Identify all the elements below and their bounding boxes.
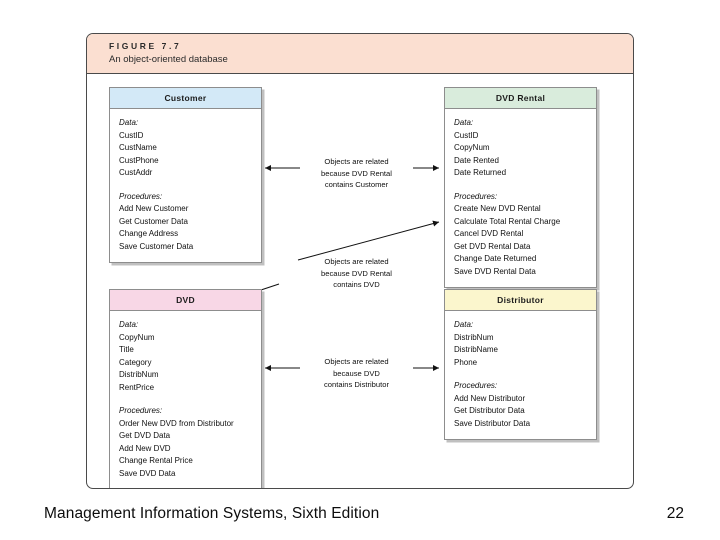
data-field: CopyNum bbox=[119, 332, 155, 342]
data-section-label: Data: bbox=[119, 118, 139, 127]
entity-title-distributor: Distributor bbox=[445, 290, 596, 311]
data-field: CustID bbox=[119, 130, 144, 140]
relationship-line: because DVD Rental bbox=[321, 168, 392, 178]
data-field: DistribName bbox=[454, 345, 499, 354]
procedure-item: Create New DVD Rental bbox=[454, 204, 541, 213]
procedure-item: Get Distributor Data bbox=[454, 406, 525, 415]
entity-title-dvd-rental: DVD Rental bbox=[445, 88, 596, 109]
procedure-item: Get Customer Data bbox=[119, 216, 188, 226]
procedure-item: Change Rental Price bbox=[119, 456, 193, 465]
data-section-label: Data: bbox=[454, 320, 474, 329]
data-field: DistribNum bbox=[119, 370, 159, 379]
entity-body-customer: Data: CustID CustName CustPhone CustAddr… bbox=[110, 109, 261, 262]
entity-box-dvd-rental: DVD Rental Data: CustID CopyNum Date Ren… bbox=[444, 87, 597, 288]
data-field: CopyNum bbox=[454, 143, 490, 152]
figure-frame: FIGURE 7.7 An object-oriented database bbox=[86, 33, 634, 489]
figure-label: FIGURE 7.7 bbox=[109, 41, 182, 51]
data-field: Category bbox=[119, 357, 152, 367]
relationship-line: because DVD bbox=[333, 368, 380, 378]
procedure-item: Save DVD Data bbox=[119, 468, 176, 478]
procedures-section-label: Procedures: bbox=[119, 406, 163, 415]
data-field: DistribNum bbox=[454, 332, 494, 342]
footer-title: Management Information Systems, Sixth Ed… bbox=[44, 505, 380, 522]
entity-box-distributor: Distributor Data: DistribNum DistribName… bbox=[444, 289, 597, 440]
procedure-item: Change Date Returned bbox=[454, 254, 537, 263]
procedure-item: Cancel DVD Rental bbox=[454, 229, 524, 238]
procedure-item: Get DVD Rental Data bbox=[454, 241, 531, 251]
procedures-section-label: Procedures: bbox=[454, 381, 498, 390]
procedure-item: Change Address bbox=[119, 229, 179, 238]
entity-body-dvd-rental: Data: CustID CopyNum Date Rented Date Re… bbox=[445, 109, 596, 287]
data-field: CustPhone bbox=[119, 155, 159, 165]
data-field: CustID bbox=[454, 130, 479, 140]
procedure-item: Calculate Total Rental Charge bbox=[454, 216, 561, 226]
relationship-label-dvd-distributor: Objects are related because DVD contains… bbox=[274, 356, 439, 391]
procedures-section-label: Procedures: bbox=[454, 191, 498, 201]
relationship-line: Objects are related bbox=[324, 257, 389, 266]
footer-page-number: 22 bbox=[666, 505, 684, 522]
relationship-line: contains DVD bbox=[333, 280, 380, 289]
section-spacer bbox=[119, 394, 261, 405]
relationship-line: Objects are related bbox=[324, 157, 389, 166]
figure-subtitle: An object-oriented database bbox=[109, 54, 228, 65]
data-field: Date Rented bbox=[454, 155, 499, 165]
data-field: Phone bbox=[454, 357, 478, 367]
relationship-line: because DVD Rental bbox=[321, 268, 392, 278]
procedure-item: Order New DVD from Distributor bbox=[119, 418, 234, 428]
entity-body-distributor: Data: DistribNum DistribName Phone Proce… bbox=[445, 311, 596, 439]
figure-caption-bar: FIGURE 7.7 An object-oriented database bbox=[87, 34, 633, 74]
data-field: Date Returned bbox=[454, 168, 507, 177]
entity-box-customer: Customer Data: CustID CustName CustPhone… bbox=[109, 87, 262, 263]
section-spacer bbox=[454, 180, 596, 191]
data-field: CustAddr bbox=[119, 168, 153, 177]
procedure-item: Get DVD Data bbox=[119, 431, 171, 440]
relationship-line: contains Customer bbox=[324, 180, 389, 189]
data-field: Title bbox=[119, 345, 134, 354]
data-section-label: Data: bbox=[454, 118, 474, 127]
data-section-label: Data: bbox=[119, 320, 139, 329]
procedure-item: Save Distributor Data bbox=[454, 418, 531, 428]
relationship-label-rental-customer: Objects are related because DVD Rental c… bbox=[274, 156, 439, 191]
entity-body-dvd: Data: CopyNum Title Category DistribNum … bbox=[110, 311, 261, 488]
relationship-label-rental-dvd: Objects are related because DVD Rental c… bbox=[274, 256, 439, 291]
entity-title-customer: Customer bbox=[110, 88, 261, 109]
section-spacer bbox=[454, 369, 596, 380]
relationship-line: contains Distributor bbox=[324, 380, 389, 389]
procedure-item: Save DVD Rental Data bbox=[454, 266, 536, 276]
procedure-item: Add New Customer bbox=[119, 204, 189, 213]
entity-title-dvd: DVD bbox=[110, 290, 261, 311]
section-spacer bbox=[119, 180, 261, 191]
data-field: RentPrice bbox=[119, 382, 155, 392]
relationship-line: Objects are related bbox=[324, 357, 389, 366]
slide-footer: Management Information Systems, Sixth Ed… bbox=[44, 505, 684, 523]
procedures-section-label: Procedures: bbox=[119, 191, 163, 201]
procedure-item: Add New Distributor bbox=[454, 393, 526, 403]
entity-box-dvd: DVD Data: CopyNum Title Category Distrib… bbox=[109, 289, 262, 488]
procedure-item: Add New DVD bbox=[119, 443, 171, 453]
data-field: CustName bbox=[119, 143, 157, 152]
procedure-item: Save Customer Data bbox=[119, 241, 194, 251]
